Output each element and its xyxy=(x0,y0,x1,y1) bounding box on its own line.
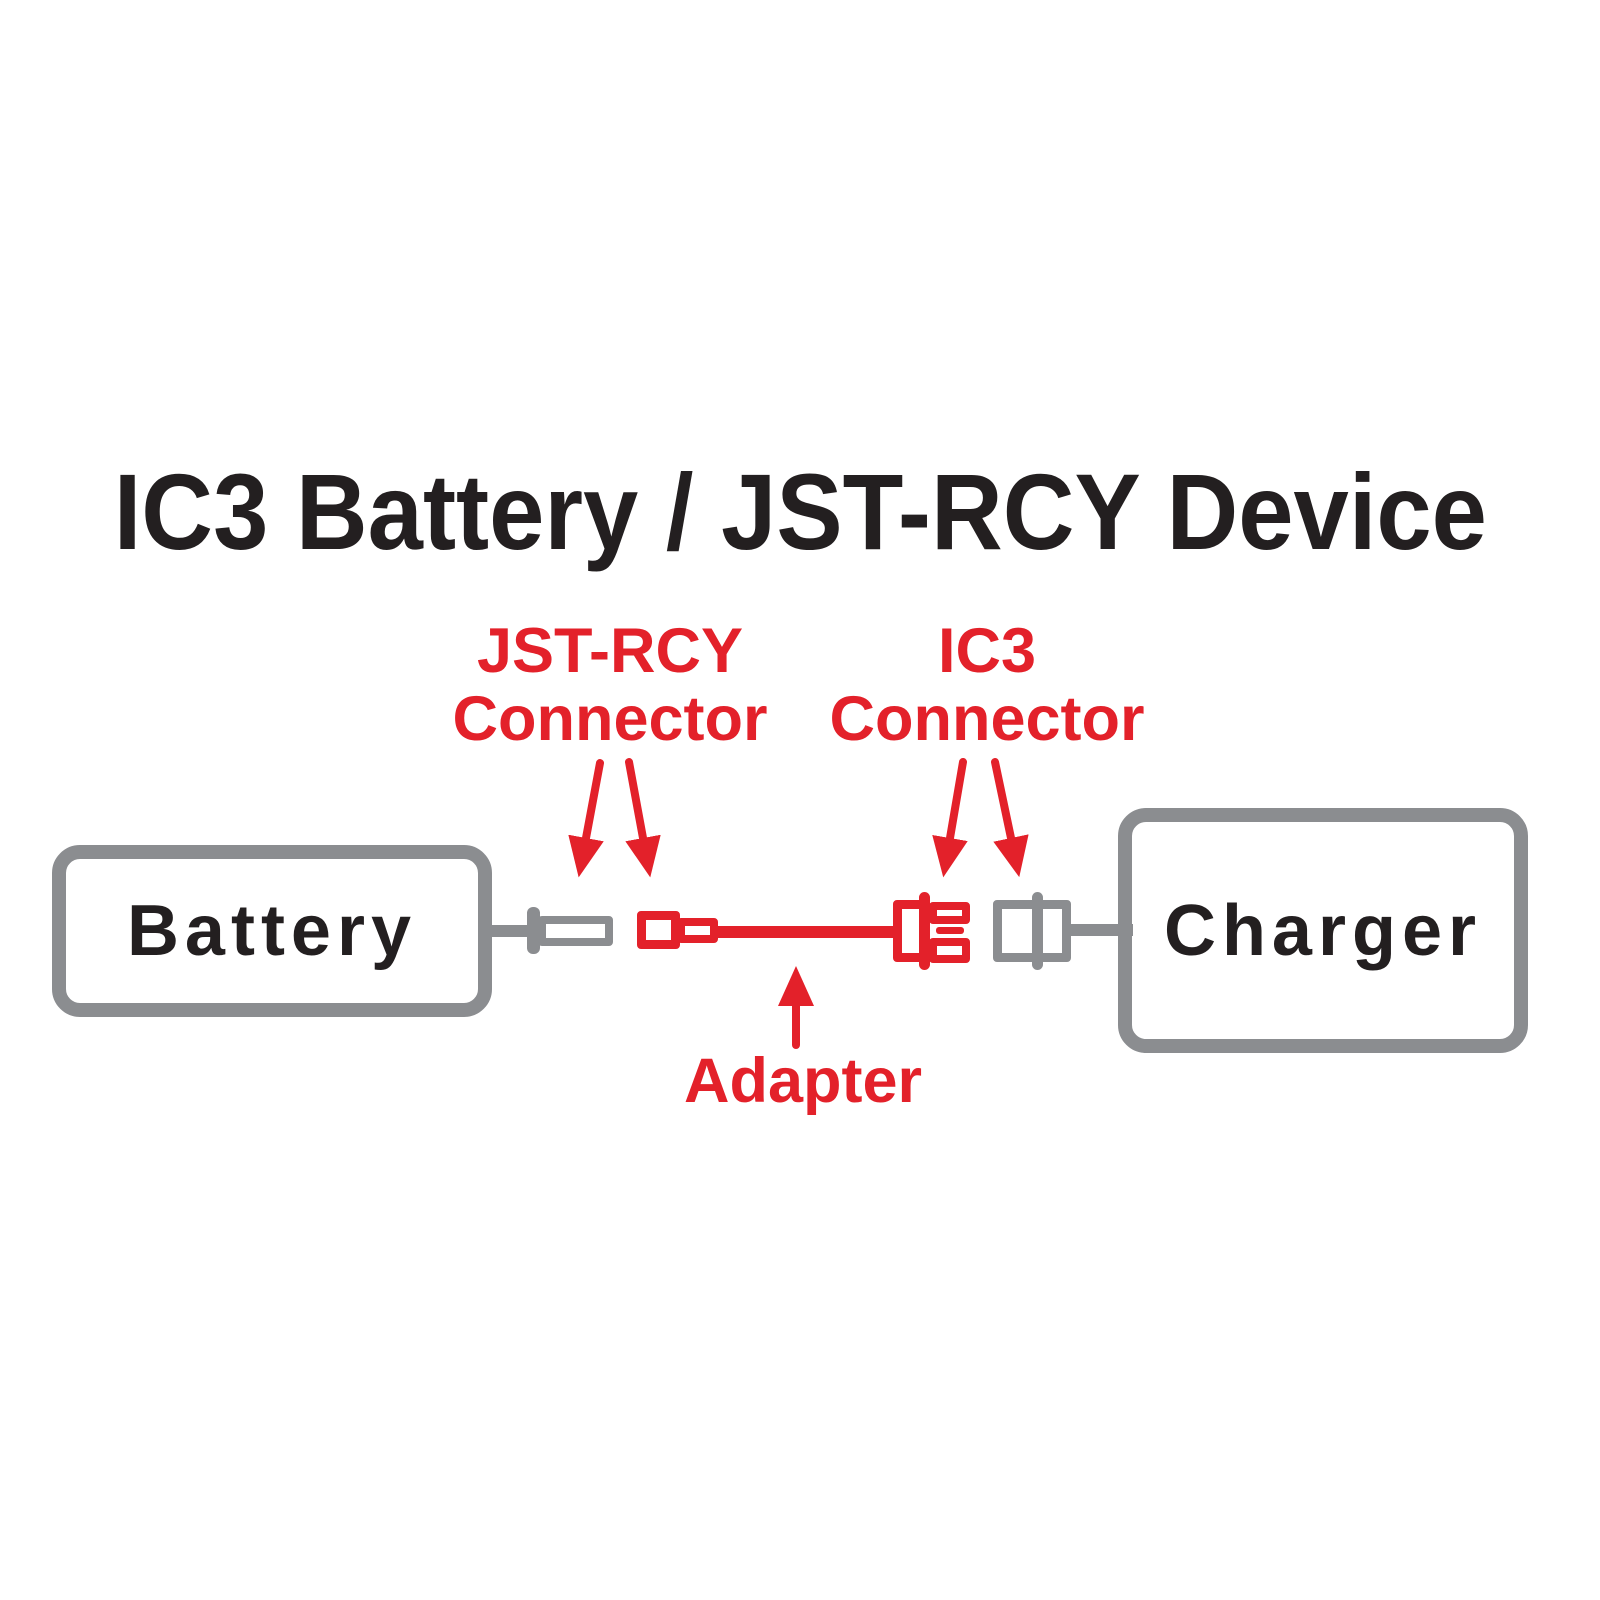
battery-lead-wire xyxy=(486,925,534,937)
jst-arrow-right-icon xyxy=(625,758,661,878)
label-ic3-line1: IC3 xyxy=(937,616,1037,686)
label-jst-rcy-connector: JST-RCY Connector xyxy=(210,617,1010,753)
charger-box: Charger xyxy=(1118,808,1528,1053)
jst-rcy-plug-gray xyxy=(538,916,613,946)
ic3-connector-red-pin-top xyxy=(929,902,970,924)
battery-box: Battery xyxy=(52,845,492,1017)
page-title: IC3 Battery / JST-RCY Device xyxy=(0,458,1600,566)
ic3-connector-red-pin-bottom xyxy=(929,938,970,963)
ic3-connector-red-tab xyxy=(919,892,930,970)
battery-label: Battery xyxy=(126,891,418,971)
ic3-port-gray-tab xyxy=(1032,892,1043,970)
jst-rcy-connector-red-neck xyxy=(677,918,718,943)
jst-arrow-left-icon xyxy=(568,759,604,878)
battery-plug-flange xyxy=(527,907,540,954)
ic3-arrow-left-icon xyxy=(932,758,968,878)
ic3-arrow-right-icon xyxy=(991,758,1029,878)
label-jst-rcy-line2: Connector xyxy=(452,684,768,754)
ic3-connector-red-pin-middle xyxy=(936,927,964,934)
adapter-cable xyxy=(714,926,896,938)
jst-rcy-connector-red xyxy=(637,911,680,949)
charger-label: Charger xyxy=(1163,890,1483,971)
page-title-text: IC3 Battery / JST-RCY Device xyxy=(113,451,1487,572)
label-ic3-line2: Connector xyxy=(829,684,1145,754)
label-jst-rcy-line1: JST-RCY xyxy=(476,616,744,686)
label-adapter: Adapter xyxy=(683,1046,923,1116)
charger-lead-wire xyxy=(1069,924,1133,936)
label-ic3-connector: IC3 Connector xyxy=(587,617,1387,753)
